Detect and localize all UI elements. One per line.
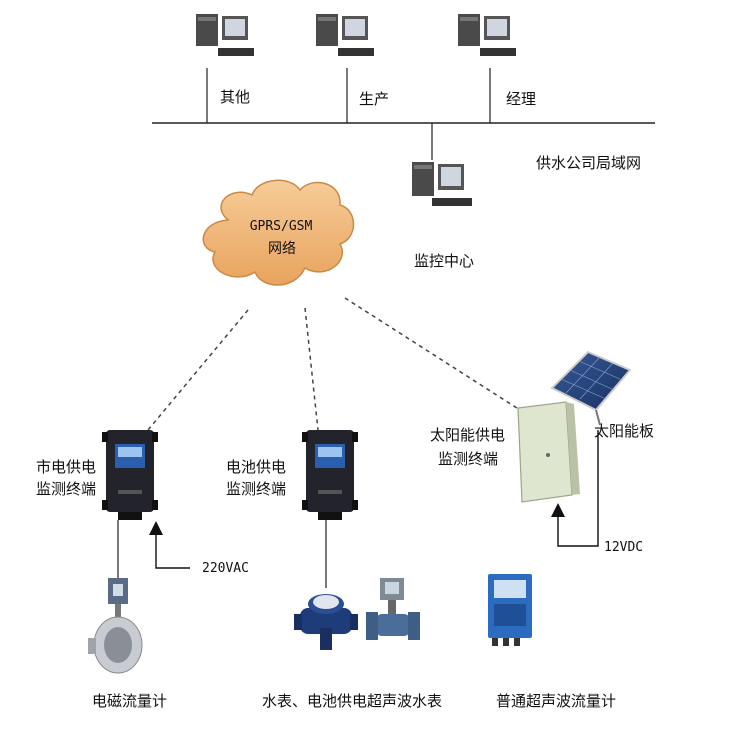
- cloud-label-line1: GPRS/GSM: [249, 219, 313, 234]
- label-electromagnetic-meter: 电磁流量计: [92, 692, 168, 710]
- label-pc-manager: 经理: [506, 90, 537, 108]
- label-solar-line2: 监测终端: [438, 450, 499, 468]
- mains-terminal: [102, 430, 158, 520]
- electromagnetic-meter: [88, 578, 143, 674]
- label-12vdc: 12VDC: [604, 540, 644, 555]
- water-meter: [294, 594, 358, 650]
- network-cloud: [202, 179, 355, 286]
- label-pc-other: 其他: [220, 88, 251, 106]
- label-mains-line2: 监测终端: [36, 480, 97, 498]
- label-mains-line1: 市电供电: [36, 458, 97, 476]
- battery-terminal: [302, 430, 358, 520]
- ultrasonic-water-meter: [366, 578, 420, 640]
- label-pc-production: 生产: [359, 90, 390, 108]
- label-solar-line1: 太阳能供电: [430, 426, 506, 444]
- lan-bus: [152, 68, 655, 160]
- label-battery-line2: 监测终端: [226, 480, 287, 498]
- label-220vac: 220VAC: [202, 561, 249, 576]
- ultrasonic-flow-meter: [488, 574, 532, 646]
- pc-icon-other: [196, 14, 254, 56]
- solar-panel: [550, 350, 632, 426]
- pc-icon-production: [316, 14, 374, 56]
- label-lan: 供水公司局域网: [536, 154, 642, 172]
- solar-cabinet: [517, 401, 580, 503]
- power-feeds: [149, 430, 599, 569]
- label-water-meters: 水表、电池供电超声波水表: [262, 692, 443, 710]
- label-monitor-center: 监控中心: [414, 252, 475, 270]
- pc-icon-manager: [458, 14, 516, 56]
- wireless-links: [147, 297, 521, 431]
- pc-icon-monitor-center: [412, 162, 472, 206]
- label-solar-panel: 太阳能板: [594, 422, 655, 440]
- cloud-label-line2: 网络: [268, 241, 296, 257]
- meter-links: [117, 520, 327, 588]
- label-battery-line1: 电池供电: [226, 458, 287, 476]
- label-ultrasonic-flow-meter: 普通超声波流量计: [496, 692, 617, 710]
